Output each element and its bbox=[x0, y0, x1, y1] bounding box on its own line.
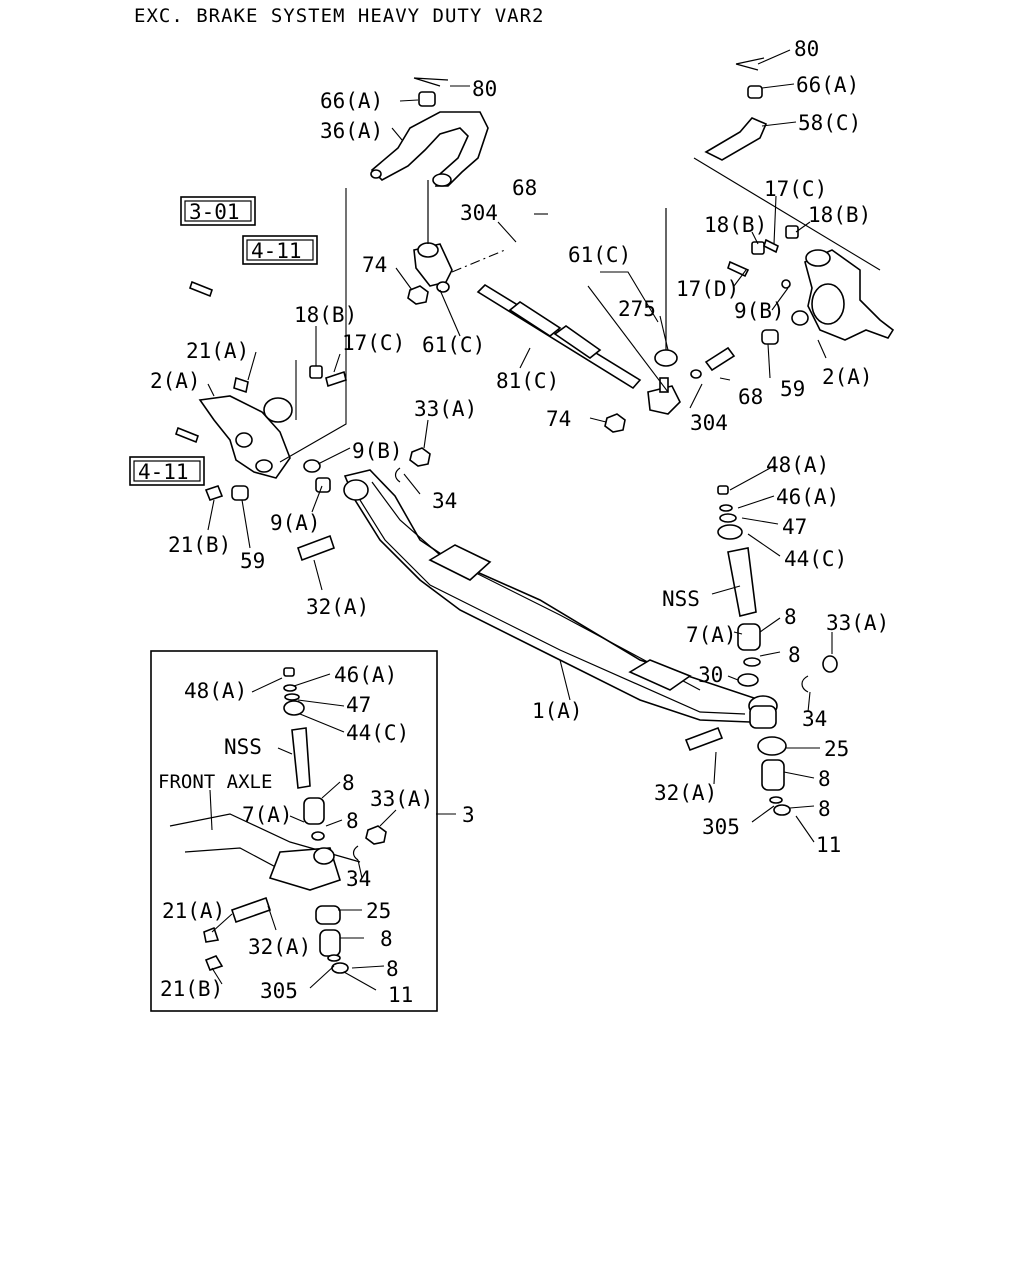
front-axle-beam bbox=[343, 469, 778, 729]
ref-box-4-11-upper[interactable]: 4-11 bbox=[242, 235, 318, 265]
callout-1a: 1(A) bbox=[532, 699, 583, 723]
ref-box-4-11-lower[interactable]: 4-11 bbox=[129, 456, 205, 486]
callout-81c: 81(C) bbox=[496, 369, 559, 393]
callout-61c: 61(C) bbox=[422, 333, 485, 357]
callout-nss: NSS bbox=[224, 735, 262, 759]
callout-8: 8 bbox=[380, 927, 393, 951]
callout-80: 80 bbox=[472, 77, 497, 101]
callout-25: 25 bbox=[366, 899, 391, 923]
callout-34: 34 bbox=[432, 489, 457, 513]
callout-305: 305 bbox=[260, 979, 298, 1003]
steering-knuckle-right bbox=[727, 225, 895, 345]
callout-275: 275 bbox=[618, 297, 656, 321]
callout-18b: 18(B) bbox=[294, 303, 357, 327]
callout-9b: 9(B) bbox=[352, 439, 403, 463]
callout-32a: 32(A) bbox=[306, 595, 369, 619]
callout-68: 68 bbox=[512, 176, 537, 200]
callout-34: 34 bbox=[346, 867, 371, 891]
callout-2a: 2(A) bbox=[822, 365, 873, 389]
callout-7a: 7(A) bbox=[242, 803, 293, 827]
callout-33a: 33(A) bbox=[370, 787, 433, 811]
tie-rod-end-left bbox=[407, 180, 453, 305]
callout-304: 304 bbox=[690, 411, 728, 435]
callout-18b: 18(B) bbox=[704, 213, 767, 237]
callout-66a: 66(A) bbox=[320, 89, 383, 113]
callout-17c: 17(C) bbox=[764, 177, 827, 201]
callout-30: 30 bbox=[698, 663, 723, 687]
callout-21a: 21(A) bbox=[162, 899, 225, 923]
callout-8: 8 bbox=[386, 957, 399, 981]
callout-66a: 66(A) bbox=[796, 73, 859, 97]
callout-36a: 36(A) bbox=[320, 119, 383, 143]
callout-46a: 46(A) bbox=[334, 663, 397, 687]
tie-rod-end-right bbox=[604, 208, 736, 433]
callout-44c: 44(C) bbox=[346, 721, 409, 745]
callout-68: 68 bbox=[738, 385, 763, 409]
callout-21a: 21(A) bbox=[186, 339, 249, 363]
callout-9a: 9(A) bbox=[270, 511, 321, 535]
front-axle-label: FRONT AXLE bbox=[158, 771, 272, 793]
callout-nss: NSS bbox=[662, 587, 700, 611]
leader-lines bbox=[207, 49, 833, 991]
callout-25: 25 bbox=[824, 737, 849, 761]
callout-8: 8 bbox=[788, 643, 801, 667]
callout-304: 304 bbox=[460, 201, 498, 225]
tie-rod-part bbox=[451, 249, 642, 390]
callout-305: 305 bbox=[702, 815, 740, 839]
callout-58c: 58(C) bbox=[798, 111, 861, 135]
svg-text:4-11: 4-11 bbox=[251, 239, 302, 263]
callout-47: 47 bbox=[346, 693, 371, 717]
callout-48a: 48(A) bbox=[766, 453, 829, 477]
callout-17d: 17(D) bbox=[676, 277, 739, 301]
diagram-title: EXC. BRAKE SYSTEM HEAVY DUTY VAR2 bbox=[134, 5, 545, 27]
part-labels: 80 66(A) 36(A) 80 66(A) 58(C) 68 304 74 … bbox=[150, 37, 889, 1007]
callout-46a: 46(A) bbox=[776, 485, 839, 509]
svg-text:3-01: 3-01 bbox=[189, 200, 240, 224]
callout-18b: 18(B) bbox=[808, 203, 871, 227]
callout-11: 11 bbox=[388, 983, 413, 1007]
callout-8: 8 bbox=[784, 605, 797, 629]
callout-32a: 32(A) bbox=[248, 935, 311, 959]
callout-61c: 61(C) bbox=[568, 243, 631, 267]
callout-8: 8 bbox=[818, 797, 831, 821]
callout-33a: 33(A) bbox=[414, 397, 477, 421]
callout-9b: 9(B) bbox=[734, 299, 785, 323]
callout-8: 8 bbox=[818, 767, 831, 791]
callout-32a: 32(A) bbox=[654, 781, 717, 805]
inset-panel bbox=[150, 650, 438, 1012]
callout-21b: 21(B) bbox=[168, 533, 231, 557]
callout-3: 3 bbox=[462, 803, 475, 827]
callout-44c: 44(C) bbox=[784, 547, 847, 571]
knuckle-arm-right bbox=[693, 57, 881, 271]
callout-74: 74 bbox=[362, 253, 387, 277]
callout-34: 34 bbox=[802, 707, 827, 731]
callout-59: 59 bbox=[780, 377, 805, 401]
callout-59: 59 bbox=[240, 549, 265, 573]
callout-11: 11 bbox=[816, 833, 841, 857]
callout-8: 8 bbox=[342, 771, 355, 795]
ref-box-3-01[interactable]: 3-01 bbox=[180, 196, 256, 226]
callout-8: 8 bbox=[346, 809, 359, 833]
callout-47: 47 bbox=[782, 515, 807, 539]
callout-21b: 21(B) bbox=[160, 977, 223, 1001]
svg-text:4-11: 4-11 bbox=[138, 460, 189, 484]
steering-arm-part bbox=[370, 77, 489, 187]
callout-7a: 7(A) bbox=[686, 623, 737, 647]
callout-17c: 17(C) bbox=[342, 331, 405, 355]
steering-knuckle-left bbox=[175, 188, 347, 501]
callout-48a: 48(A) bbox=[184, 679, 247, 703]
callout-74: 74 bbox=[546, 407, 571, 431]
callout-2a: 2(A) bbox=[150, 369, 201, 393]
callout-33a: 33(A) bbox=[826, 611, 889, 635]
callout-80: 80 bbox=[794, 37, 819, 61]
